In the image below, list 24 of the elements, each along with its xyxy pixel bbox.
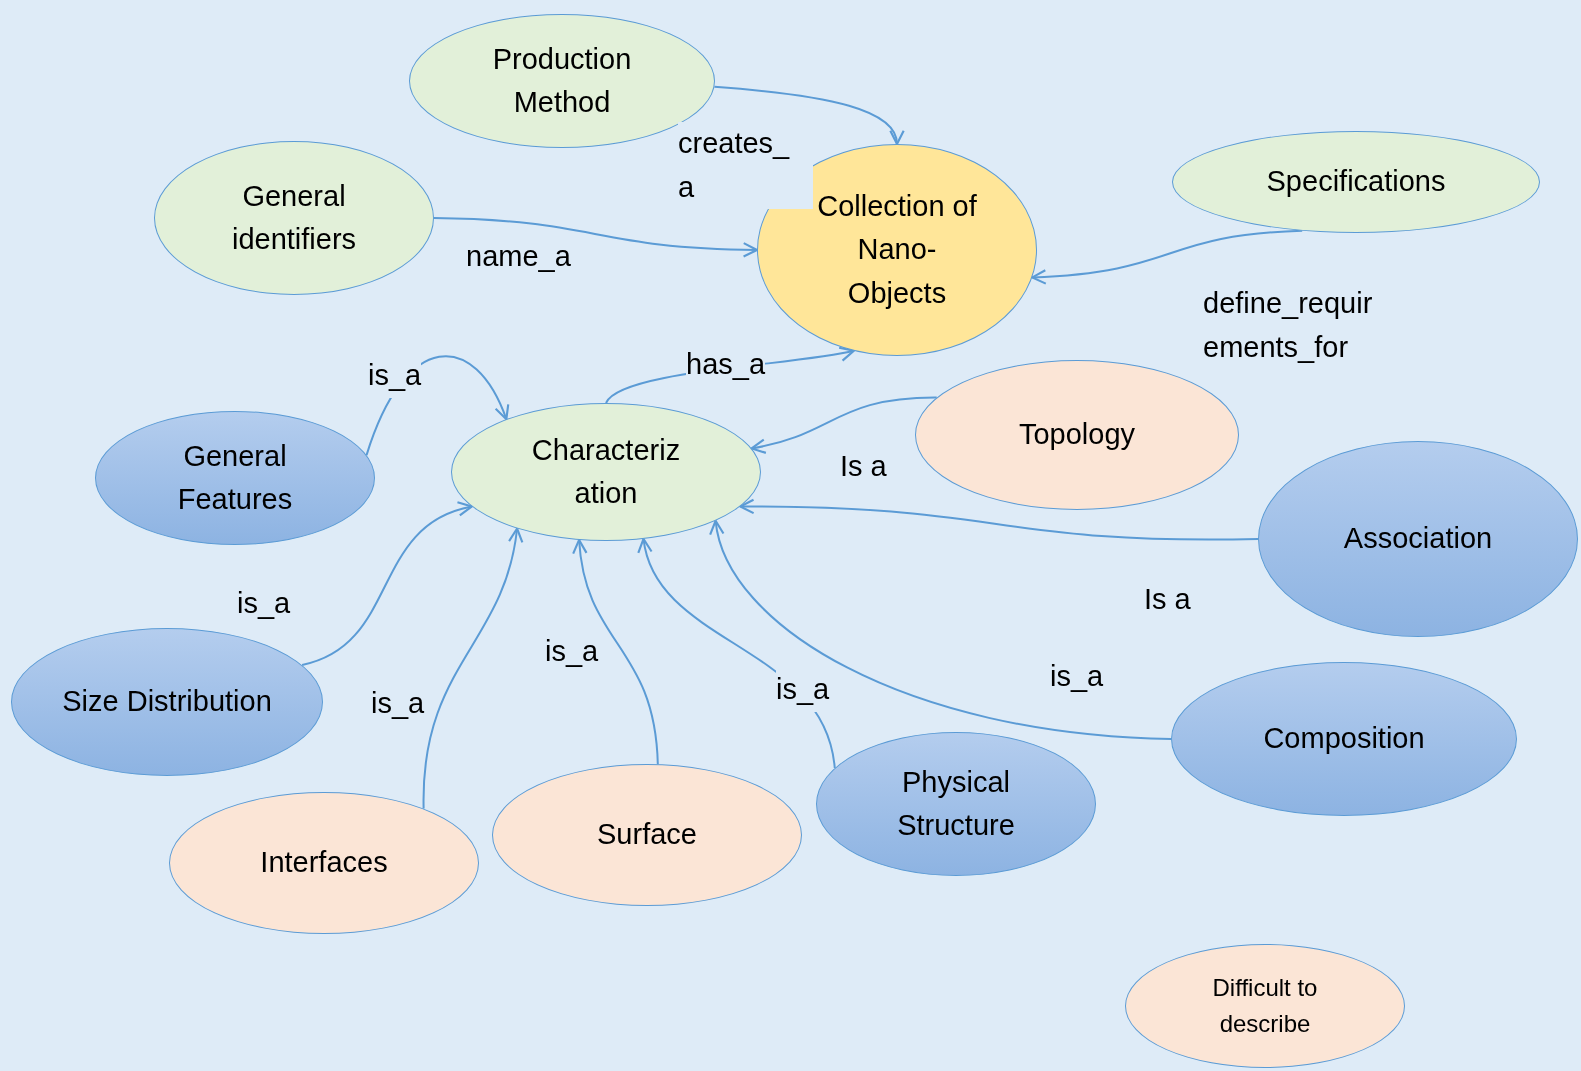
arrow — [750, 396, 938, 454]
node-label: Difficult to describe — [1211, 973, 1319, 1039]
arrow — [1031, 229, 1304, 285]
node-label: Association — [1343, 521, 1493, 557]
node-label: Surface — [597, 817, 697, 853]
arrow — [710, 519, 1172, 740]
node-label: General Features — [176, 438, 294, 517]
node-label: Characteriz ation — [530, 432, 682, 511]
arrow — [422, 527, 523, 810]
arrow — [301, 502, 473, 666]
edge-label: creates_ a — [678, 122, 813, 209]
node-label: General identifiers — [230, 178, 358, 257]
node-label: Specifications — [1266, 164, 1446, 200]
node-label: Production Method — [491, 41, 633, 120]
arrow — [713, 85, 903, 146]
node-label: Composition — [1263, 721, 1425, 757]
arrow — [433, 217, 759, 258]
edge-label: is_a — [776, 668, 830, 712]
arrow — [739, 498, 1259, 541]
node-label: Interfaces — [260, 845, 388, 881]
node-label: Physical Structure — [896, 764, 1016, 843]
node-label: Collection of Nano-Objects — [816, 188, 978, 311]
node-label: Topology — [1018, 417, 1136, 453]
node-label: Size Distribution — [62, 684, 272, 720]
